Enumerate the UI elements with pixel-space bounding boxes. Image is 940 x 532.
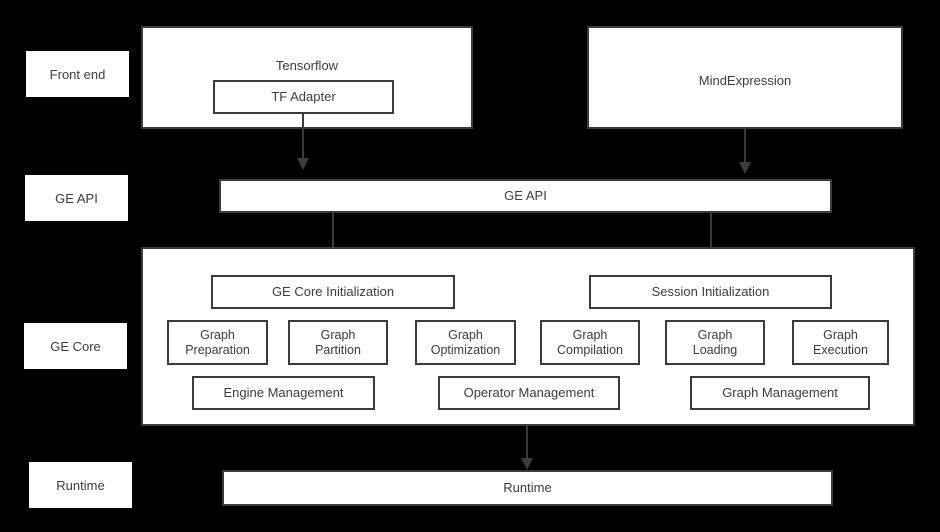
graph-management-box[interactable]: Graph Management xyxy=(690,376,870,410)
session-initialization-box[interactable]: Session Initialization xyxy=(589,275,832,309)
arrow-line xyxy=(526,426,528,464)
tf-adapter-label: TF Adapter xyxy=(271,88,336,104)
tf-adapter-box[interactable]: TF Adapter xyxy=(213,80,394,114)
ge-core-initialization-label: GE Core Initialization xyxy=(271,283,395,299)
graph-partition-label: Graph Partition xyxy=(315,328,361,357)
layer-label-ge-api: GE API xyxy=(25,175,128,221)
graph-optimization-box[interactable]: Graph Optimization xyxy=(415,320,516,365)
graph-preparation-box[interactable]: Graph Preparation xyxy=(167,320,268,365)
graph-execution-label: Graph Execution xyxy=(813,328,868,357)
arrow-head-icon xyxy=(739,162,751,174)
arrow-line xyxy=(332,213,334,265)
graph-execution-box[interactable]: Graph Execution xyxy=(792,320,889,365)
graph-compilation-label: Graph Compilation xyxy=(556,328,623,357)
engine-management-label: Engine Management xyxy=(223,384,344,400)
graph-partition-box[interactable]: Graph Partition xyxy=(288,320,388,365)
graph-loading-box[interactable]: Graph Loading xyxy=(665,320,765,365)
operator-management-box[interactable]: Operator Management xyxy=(438,376,620,410)
ge-api-bar[interactable]: GE API xyxy=(219,179,832,213)
arrow-line xyxy=(710,213,712,265)
graph-preparation-label: Graph Preparation xyxy=(185,328,250,357)
layer-label-runtime: Runtime xyxy=(29,462,132,508)
engine-management-box[interactable]: Engine Management xyxy=(192,376,375,410)
operator-management-label: Operator Management xyxy=(463,384,595,400)
ge-api-bar-label: GE API xyxy=(504,187,547,203)
layer-label-ge-core: GE Core xyxy=(24,323,127,369)
arrow-head-icon xyxy=(521,458,533,470)
tensorflow-label: Tensorflow xyxy=(275,58,339,73)
layer-label-runtime-text: Runtime xyxy=(56,477,105,493)
layer-label-ge-api-text: GE API xyxy=(55,190,98,206)
graph-optimization-label: Graph Optimization xyxy=(430,328,501,357)
graph-loading-label: Graph Loading xyxy=(692,328,738,357)
graph-management-label: Graph Management xyxy=(722,384,838,400)
runtime-bar[interactable]: Runtime xyxy=(222,470,833,506)
runtime-bar-label: Runtime xyxy=(503,479,552,495)
layer-label-front-end-text: Front end xyxy=(49,66,106,82)
mindexpression-label: MindExpression xyxy=(698,73,792,88)
session-initialization-label: Session Initialization xyxy=(651,283,770,299)
layer-label-front-end: Front end xyxy=(26,51,129,97)
graph-compilation-box[interactable]: Graph Compilation xyxy=(540,320,640,365)
ge-core-initialization-box[interactable]: GE Core Initialization xyxy=(211,275,455,309)
arrow-line xyxy=(744,129,746,170)
layer-label-ge-core-text: GE Core xyxy=(50,338,101,354)
mindexpression-container: MindExpression xyxy=(587,26,903,129)
arrow-head-icon xyxy=(297,158,309,170)
arrow-line xyxy=(302,114,304,167)
